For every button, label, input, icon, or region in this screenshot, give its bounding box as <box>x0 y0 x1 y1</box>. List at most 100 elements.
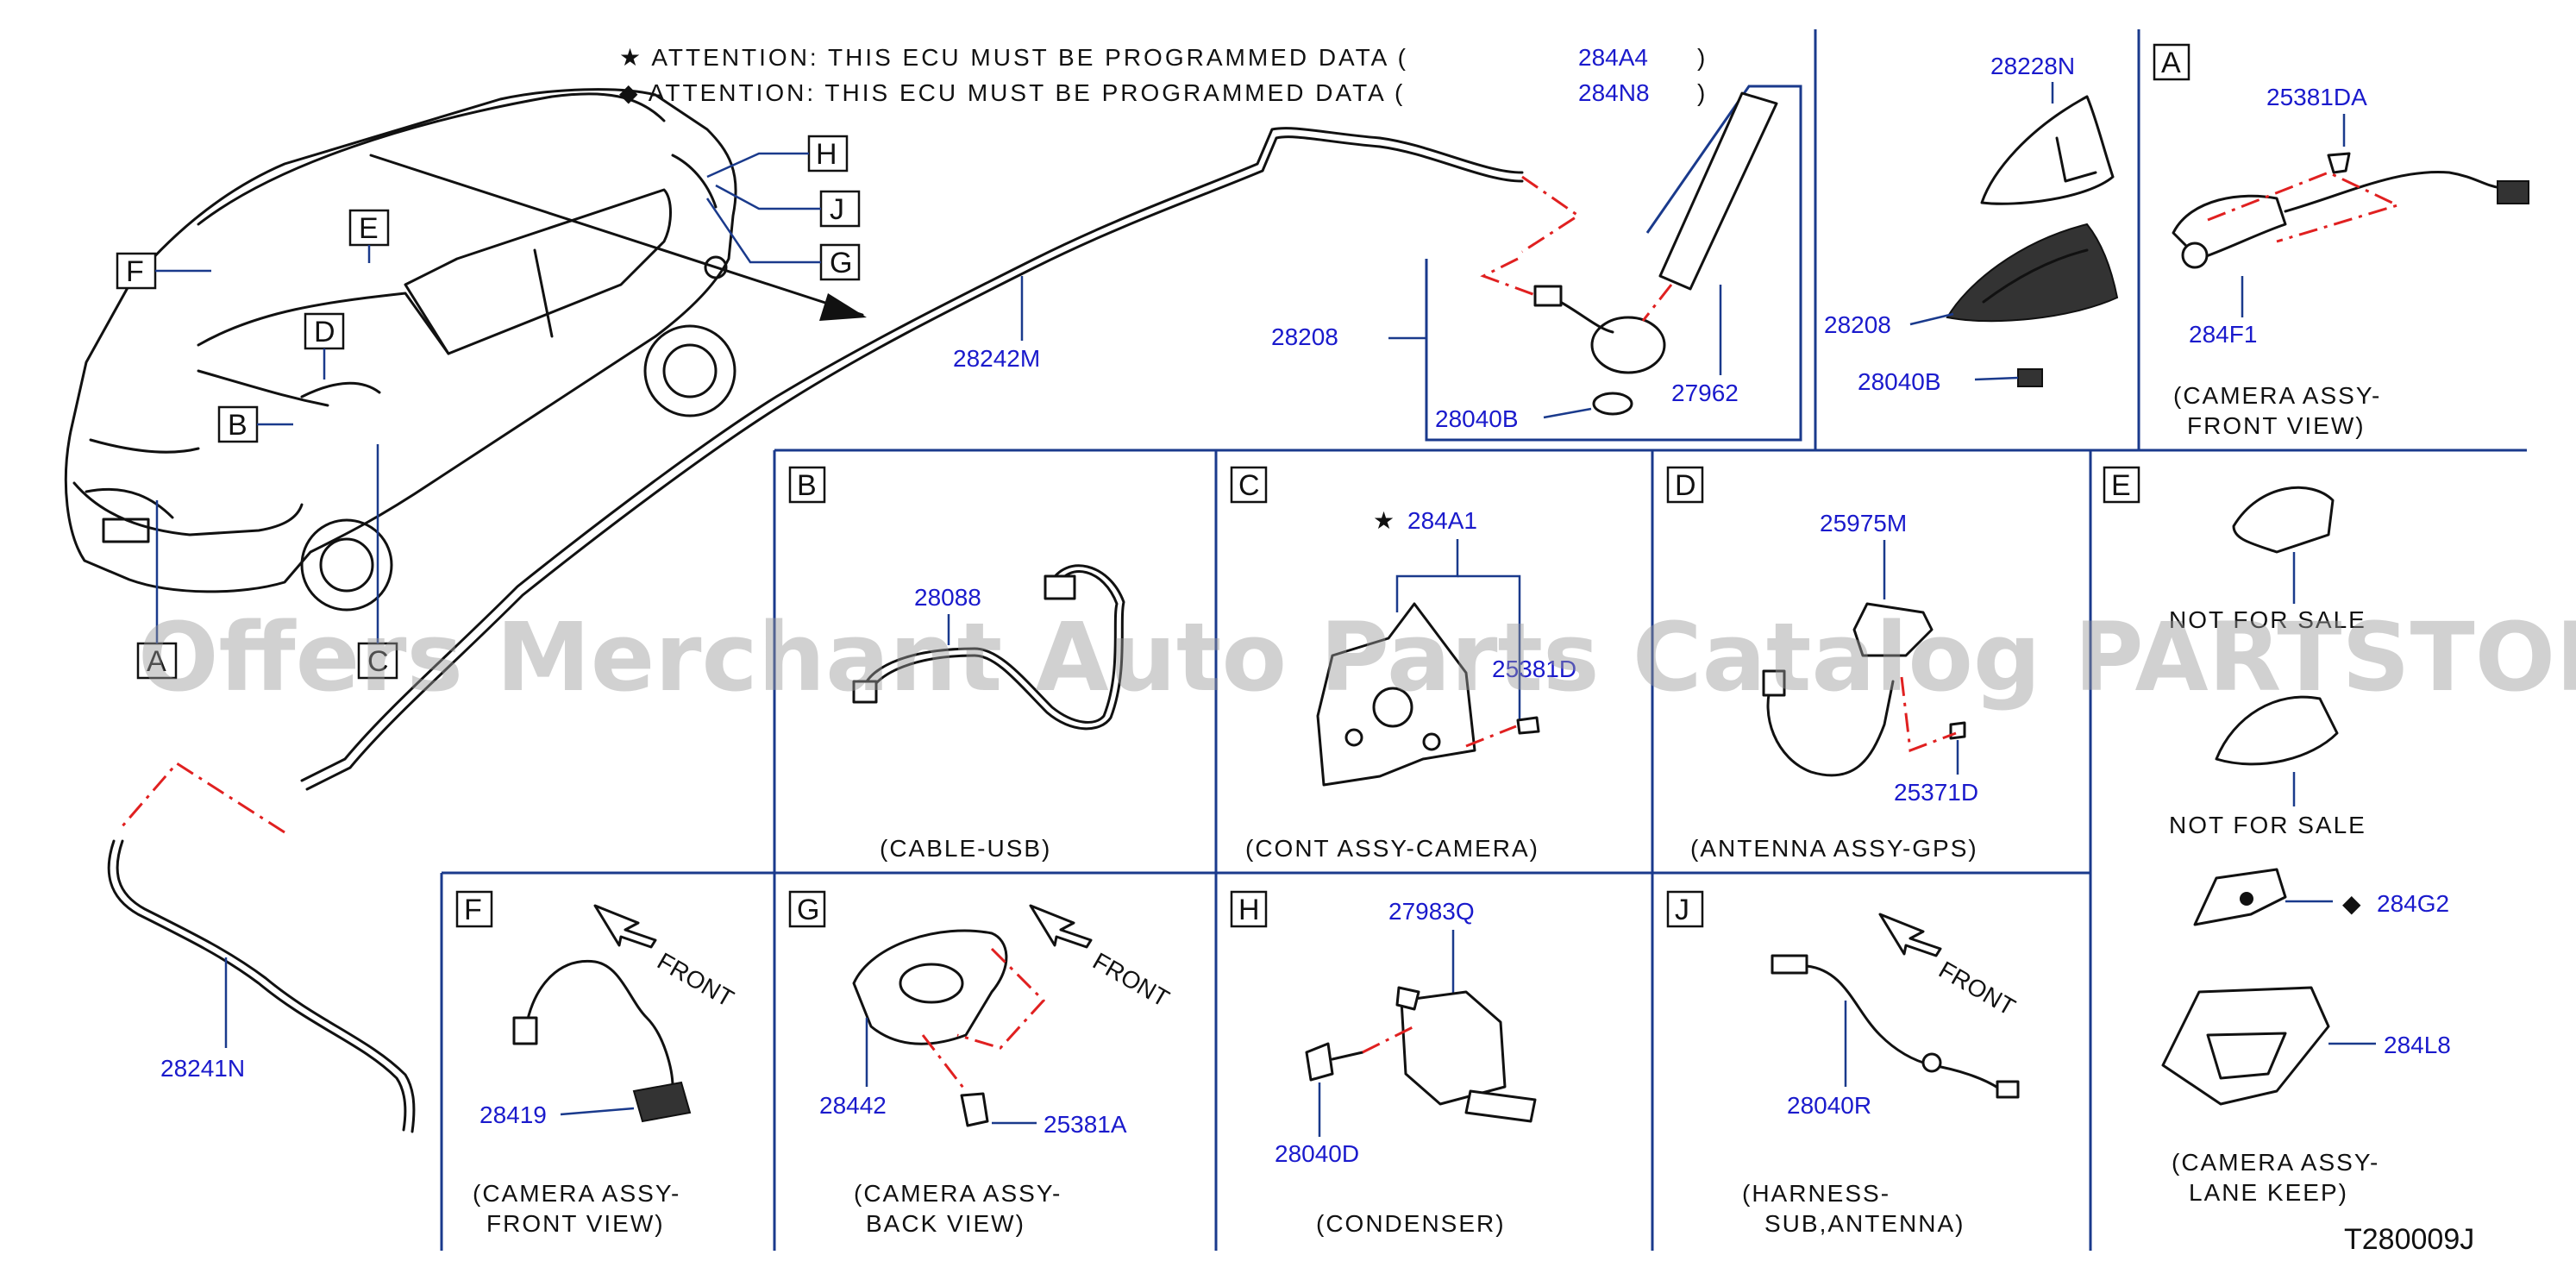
panel-g-caption-1: (CAMERA ASSY- <box>854 1180 1062 1207</box>
part-28242m[interactable]: 28242M <box>953 345 1040 372</box>
callout-f[interactable]: F <box>116 252 211 290</box>
fuel-door <box>704 255 728 279</box>
callout-j[interactable]: J <box>715 184 861 228</box>
side-windows <box>404 188 672 355</box>
attention-notes: ★ ATTENTION: THIS ECU MUST BE PROGRAMMED… <box>619 44 1708 106</box>
part-27962[interactable]: 27962 <box>1671 380 1739 406</box>
part-28040b-fin[interactable]: 28040B <box>1858 368 1941 395</box>
panel-j-front: FRONT <box>1934 956 2020 1020</box>
callout-e-label: E <box>359 212 379 245</box>
front-arrow-j <box>1878 913 1942 957</box>
panel-f: F FRONT 28419 (CAMERA ASSY- FRONT VIEW) <box>455 890 738 1237</box>
harness-28242m-edge <box>305 135 1524 791</box>
callout-h[interactable]: H <box>706 135 849 179</box>
callout-d[interactable]: D <box>304 312 345 380</box>
antenna-detail: 28208 27962 28040B <box>1271 91 1778 432</box>
harness-28241n <box>107 839 407 1132</box>
shark-fin-panel: 28228N 28208 28040B <box>1824 53 2119 395</box>
callout-c-label: C <box>367 645 389 678</box>
part-25975m[interactable]: 25975M <box>1820 510 1907 536</box>
usb-connector-a <box>1044 574 1076 600</box>
part-27983q[interactable]: 27983Q <box>1388 898 1475 925</box>
panel-d-caption: (ANTENNA ASSY-GPS) <box>1690 835 1978 862</box>
callout-g-label: G <box>830 247 852 279</box>
panel-f-caption-1: (CAMERA ASSY- <box>473 1180 680 1207</box>
harness-28241n-edge <box>116 839 416 1133</box>
part-28419[interactable]: 28419 <box>479 1101 547 1128</box>
gps-connector <box>1762 669 1786 697</box>
rear-hatch <box>671 154 718 209</box>
panel-c-letter: C <box>1238 469 1260 502</box>
callout-e[interactable]: E <box>348 209 390 263</box>
panel-h: H 27983Q 28040D (CONDENSER) <box>1230 890 1537 1237</box>
panel-c-caption: (CONT ASSY-CAMERA) <box>1245 835 1539 862</box>
panel-c: C ★ 284A1 25381D (CONT ASSY-CAMERA) <box>1230 466 1576 862</box>
shark-fin-cover <box>1980 95 2115 205</box>
callout-f-label: F <box>126 255 144 288</box>
part-25381d[interactable]: 25381D <box>1492 656 1576 682</box>
cabin-wire <box>197 369 329 407</box>
panel-a-letter: A <box>2161 47 2181 79</box>
attention-close-1: ) <box>1697 44 1708 71</box>
bracket-upper <box>2232 486 2335 554</box>
grille <box>89 438 200 454</box>
part-284f1[interactable]: 284F1 <box>2189 321 2257 348</box>
panel-g: G FRONT 28442 25381A (CAMERA ASSY- BACK … <box>788 890 1174 1237</box>
panel-h-letter: H <box>1238 894 1260 926</box>
panel-d: D 25975M 25371D (ANTENNA ASSY-GPS) <box>1666 466 1978 862</box>
part-28208-main[interactable]: 28208 <box>1271 323 1338 350</box>
camera-284f1-cable <box>2284 170 2503 213</box>
panel-e-diamond: ◆ <box>2342 890 2361 917</box>
panel-g-caption-2: BACK VIEW) <box>866 1210 1025 1237</box>
part-284g2[interactable]: 284G2 <box>2377 890 2449 917</box>
panel-c-star: ★ <box>1373 507 1395 534</box>
callout-a[interactable]: A <box>136 500 178 680</box>
dash-to-antenna <box>1521 175 1581 254</box>
vehicle-callouts: F E D B A C H <box>116 135 861 680</box>
part-28040d[interactable]: 28040D <box>1275 1140 1359 1167</box>
panel-f-letter: F <box>464 894 482 926</box>
callout-g[interactable]: G <box>705 198 861 281</box>
bolt-28040d <box>1305 1042 1334 1082</box>
car-body-outline <box>64 88 737 593</box>
screw-25381a <box>960 1092 989 1127</box>
part-25371d[interactable]: 25371D <box>1894 779 1978 806</box>
panel-a-dash <box>2207 171 2402 243</box>
part-284l8[interactable]: 284L8 <box>2384 1032 2451 1058</box>
roof-line <box>197 92 666 226</box>
part-28088[interactable]: 28088 <box>914 584 981 611</box>
panel-d-dash <box>1900 676 1957 753</box>
attention-code-2[interactable]: 284N8 <box>1578 79 1650 106</box>
part-28208-fin[interactable]: 28208 <box>1824 311 1891 338</box>
screw-25371d <box>1949 721 1966 740</box>
attention-code-1[interactable]: 284A4 <box>1578 44 1648 71</box>
callout-c[interactable]: C <box>357 444 398 680</box>
part-284a1[interactable]: 284A1 <box>1407 507 1477 534</box>
condenser-mount <box>1395 986 1420 1011</box>
harness-28040r-connector <box>1771 954 1808 975</box>
panel-b-letter: B <box>797 469 817 502</box>
usb-cable <box>861 570 1119 724</box>
callout-b[interactable]: B <box>217 405 293 443</box>
panel-a: A 25381DA 284F1 (CAMERA ASSY- FRONT VIEW… <box>2153 43 2529 439</box>
part-25381da[interactable]: 25381DA <box>2266 84 2367 110</box>
part-28442[interactable]: 28442 <box>819 1092 887 1119</box>
rear-wheel <box>643 324 736 417</box>
part-25381a[interactable]: 25381A <box>1044 1111 1127 1138</box>
camera-28419-body <box>632 1081 692 1123</box>
part-28228n[interactable]: 28228N <box>1990 53 2075 79</box>
callout-a-label: A <box>147 645 166 678</box>
shark-fin-base <box>1946 223 2119 323</box>
callout-b-label: B <box>228 409 248 442</box>
antenna-rod <box>1658 91 1778 291</box>
watermark: Offers Merchant Auto Parts Catalog PARTS… <box>138 602 2576 712</box>
screw-25381da <box>2327 152 2351 174</box>
part-28040b-main[interactable]: 28040B <box>1435 405 1519 432</box>
arrow-to-harness <box>369 154 864 317</box>
lane-keep-camera <box>2161 986 2330 1106</box>
condenser-body <box>1400 990 1507 1106</box>
antenna-detail-frame <box>1425 85 1802 442</box>
part-28241n[interactable]: 28241N <box>160 1055 245 1082</box>
callout-d-label: D <box>314 316 335 348</box>
part-28040r[interactable]: 28040R <box>1787 1092 1871 1119</box>
